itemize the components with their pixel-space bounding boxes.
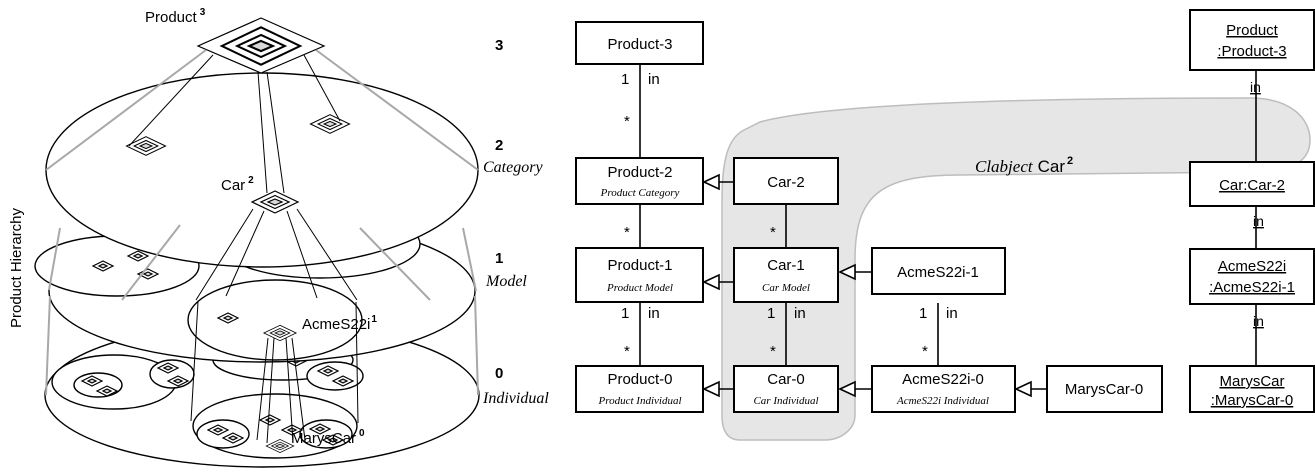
svg-text:MarysCar-0: MarysCar-0 (1065, 381, 1143, 398)
svg-text:Product Category: Product Category (600, 187, 680, 199)
class-marys-0: MarysCar-0 (1046, 365, 1163, 413)
instance-car: Car:Car-2 (1189, 161, 1315, 207)
svg-text:MarysCar: MarysCar (1219, 373, 1284, 390)
level-3-number: 3 (495, 37, 503, 54)
level-1-number: 1 (495, 250, 503, 267)
clabject-highlight (721, 97, 1311, 441)
svg-text:*: * (624, 343, 630, 360)
y-axis-label: Product Hierarchy (8, 207, 25, 328)
class-car-1: Car-1 Car Model (733, 247, 839, 303)
svg-text:1: 1 (621, 71, 629, 88)
level-1-name: Model (485, 273, 527, 290)
svg-text:Product-2: Product-2 (607, 164, 672, 181)
class-product-2: Product-2 Product Category (575, 157, 704, 205)
svg-text:Car Individual: Car Individual (753, 395, 818, 407)
class-car-2: Car-2 (733, 157, 839, 205)
class-product-3: Product-3 (575, 21, 704, 65)
instance-product: Product :Product-3 (1189, 9, 1315, 71)
class-product-1: Product-1 Product Model (575, 247, 704, 303)
instance-link-label-2b: in (1253, 213, 1264, 229)
svg-text:Car-1: Car-1 (767, 257, 805, 274)
svg-text:Car:Car-2: Car:Car-2 (1219, 177, 1285, 194)
class-product-0: Product-0 Product Individual (575, 365, 704, 413)
ellipse-level-2 (45, 72, 479, 268)
instance-link-label-3: in (1253, 313, 1264, 329)
svg-text:AcmeS22i: AcmeS22i (1218, 258, 1286, 275)
svg-text:in: in (648, 71, 660, 88)
svg-text:*: * (922, 343, 928, 360)
level-labels: 3 2 Category 1 Model 0 Individual (482, 37, 549, 407)
svg-text:Product-1: Product-1 (607, 257, 672, 274)
svg-text:Product Individual: Product Individual (598, 395, 682, 407)
svg-text::AcmeS22i-1: :AcmeS22i-1 (1209, 279, 1295, 296)
svg-text:1: 1 (621, 305, 629, 322)
svg-text:*: * (770, 224, 776, 241)
svg-text:in: in (794, 305, 806, 322)
level-2-number: 2 (495, 137, 503, 154)
level-0-subgroups (51, 339, 364, 459)
level-0-number: 0 (495, 365, 503, 382)
class-acme-1: AcmeS22i-1 (871, 247, 1006, 295)
instance-link-label-1: in (1250, 79, 1261, 95)
product-diamond (196, 17, 326, 74)
level-0-name: Individual (482, 390, 549, 407)
svg-text:AcmeS22i Individual: AcmeS22i Individual (896, 395, 989, 407)
svg-text:Car-0: Car-0 (767, 371, 805, 388)
class-acme-0: AcmeS22i-0 AcmeS22i Individual (871, 365, 1016, 413)
svg-text:in: in (648, 305, 660, 322)
instance-marys: MarysCar :MarysCar-0 (1189, 365, 1315, 413)
svg-text:Product-0: Product-0 (607, 371, 672, 388)
svg-text:AcmeS22i-1: AcmeS22i-1 (897, 264, 979, 281)
svg-text:in: in (946, 305, 958, 322)
svg-text:Product: Product (1226, 22, 1279, 39)
class-car-0: Car-0 Car Individual (733, 365, 839, 413)
level-2-name: Category (483, 159, 543, 176)
svg-text::Product-3: :Product-3 (1217, 43, 1286, 60)
svg-text:1: 1 (919, 305, 927, 322)
svg-text:*: * (624, 224, 630, 241)
svg-text:AcmeS22i-0: AcmeS22i-0 (902, 371, 984, 388)
hierarchy-illustration: Product Hierarchy (8, 7, 480, 468)
projection-lines (45, 49, 479, 444)
svg-text:Car-2: Car-2 (767, 174, 805, 191)
svg-text:*: * (624, 113, 630, 130)
svg-text:Product Model: Product Model (606, 282, 673, 294)
associations (639, 64, 1257, 398)
svg-text:*: * (770, 343, 776, 360)
label-acme: AcmeS22i1 (302, 314, 377, 333)
svg-text::MarysCar-0: :MarysCar-0 (1211, 392, 1294, 409)
instance-acme: AcmeS22i :AcmeS22i-1 (1189, 248, 1315, 305)
svg-text:1: 1 (767, 305, 775, 322)
svg-text:Car Model: Car Model (762, 282, 810, 294)
svg-text:Product-3: Product-3 (607, 36, 672, 53)
